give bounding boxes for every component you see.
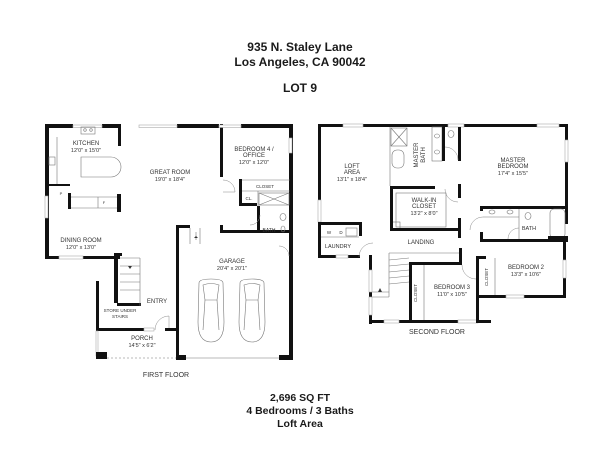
room-walkin-closet-label-1: WALK-IN xyxy=(412,198,437,204)
room-master-bedroom-label-2: BEDROOM xyxy=(497,164,528,170)
room-bedroom2-dims: 13'3" x 10'6" xyxy=(511,272,541,278)
total-sqft: 2,696 SQ FT xyxy=(269,392,331,404)
room-master-bath-label-1: MASTER xyxy=(414,142,420,168)
room-bedroom4-label-2: OFFICE xyxy=(243,153,265,159)
room-loft-label-2: AREA xyxy=(344,170,360,176)
pantry-label: P xyxy=(60,191,63,196)
room-bedroom4-dims: 12'0" x 12'0" xyxy=(239,160,269,166)
store-under-stairs-label-1: STORE UNDER xyxy=(104,308,137,313)
room-kitchen-dims: 12'0" x 15'0" xyxy=(71,148,101,154)
closet-label-bedroom2: CLOSET xyxy=(484,268,489,286)
room-bedroom3-label: BEDROOM 3 xyxy=(434,285,471,291)
second-floor-plan: LOFT AREA 13'1" x 18'4" MASTER BATH MAST… xyxy=(317,123,569,336)
room-landing-label: LANDING xyxy=(408,240,435,246)
store-under-stairs-label-2: STAIRS xyxy=(112,314,128,319)
room-walkin-closet-dims: 13'2" x 8'0" xyxy=(410,211,437,217)
fridge-label: F xyxy=(103,200,106,205)
room-entry-label: ENTRY xyxy=(147,299,167,305)
room-great-room-label: GREAT ROOM xyxy=(150,170,190,176)
room-dining-label: DINING ROOM xyxy=(60,238,101,244)
first-floor-label: FIRST FLOOR xyxy=(143,372,189,379)
lot-number: LOT 9 xyxy=(282,81,317,95)
dryer-icon: D xyxy=(339,230,343,235)
room-bedroom3-dims: 11'0" x 10'5" xyxy=(437,292,467,298)
address-line-2: Los Angeles, CA 90042 xyxy=(234,55,366,69)
room-great-room-dims: 19'0" x 18'4" xyxy=(155,177,185,183)
beds-baths: 4 Bedrooms / 3 Baths xyxy=(246,405,354,417)
room-kitchen-label: KITCHEN xyxy=(73,141,99,147)
room-walkin-closet-label-2: CLOSET xyxy=(412,204,436,210)
closet-label: CLOSET xyxy=(256,184,274,189)
car-icon xyxy=(238,278,266,343)
first-floor-plan: KITCHEN 12'0" x 15'0" P F GREAT ROOM 19'… xyxy=(44,124,293,379)
room-garage-label: GARAGE xyxy=(219,259,245,265)
room-loft-label-1: LOFT xyxy=(344,164,360,170)
address-line-1: 935 N. Staley Lane xyxy=(247,40,353,54)
room-bedroom4-label-1: BEDROOM 4 / xyxy=(234,147,274,153)
bath-label: BATH xyxy=(522,226,536,232)
room-porch-label: PORCH xyxy=(131,336,153,342)
room-master-bedroom-label-1: MASTER xyxy=(500,158,526,164)
room-garage-dims: 20'4" x 20'1" xyxy=(217,266,247,272)
second-floor-label: SECOND FLOOR xyxy=(409,329,465,336)
room-master-bedroom-dims: 17'4" x 15'5" xyxy=(498,171,528,177)
room-bedroom2-label: BEDROOM 2 xyxy=(508,265,545,271)
room-loft-dims: 13'1" x 18'4" xyxy=(337,177,367,183)
extra-feature: Loft Area xyxy=(277,418,323,430)
room-porch-dims: 14'5" x 6'2" xyxy=(128,343,155,349)
room-laundry-label: LAUNDRY xyxy=(325,244,352,250)
cl-label: CL. xyxy=(245,196,252,201)
car-icon xyxy=(197,278,225,343)
washer-icon: W xyxy=(327,230,332,235)
room-dining-dims: 12'0" x 13'0" xyxy=(66,245,96,251)
room-master-bath-label-2: BATH xyxy=(421,147,427,163)
closet-label-bedroom3: CLOSET xyxy=(413,284,418,302)
bath-label: BATH xyxy=(263,228,276,234)
